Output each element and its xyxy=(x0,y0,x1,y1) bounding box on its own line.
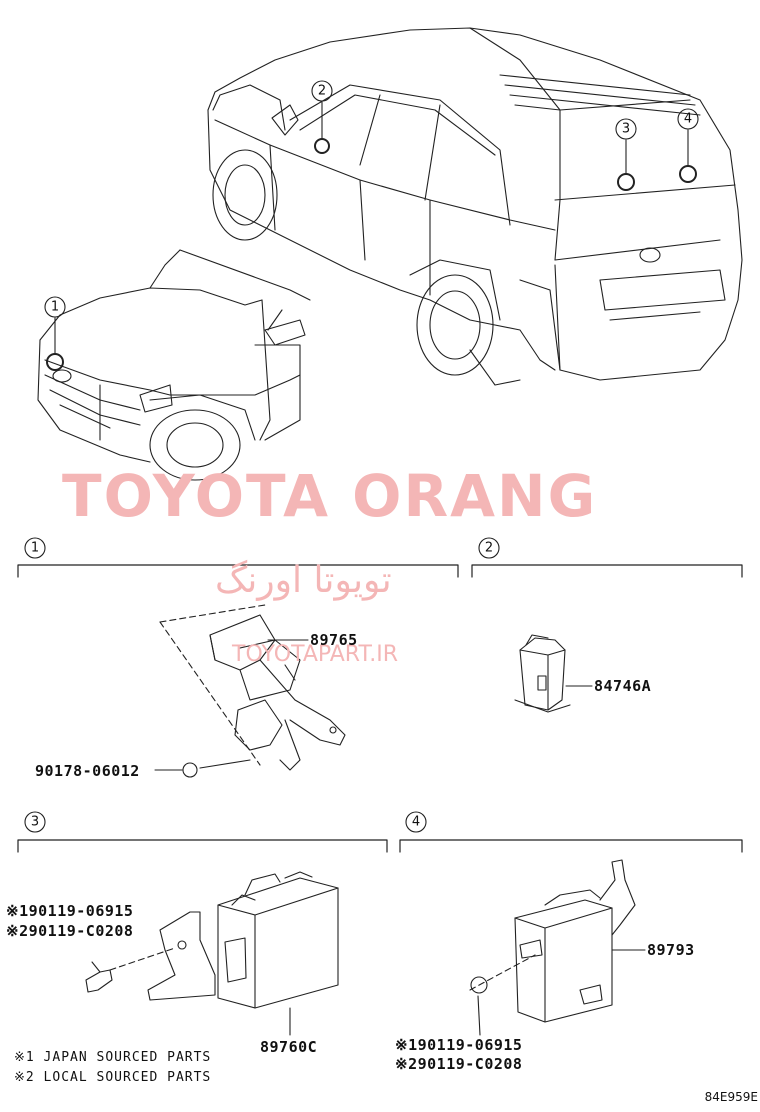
callout-1-circle xyxy=(44,296,66,318)
part-number-90178-06012: 90178-06012 xyxy=(35,762,140,780)
callout-leaders xyxy=(46,101,697,371)
watermark-brand-fa: تویوتا اورنگ xyxy=(215,560,392,601)
section-brackets xyxy=(17,564,743,853)
section-1-circle xyxy=(24,537,46,559)
callout-2-circle xyxy=(311,80,333,102)
part-number-90119-C0208-s4: ※290119-C0208 xyxy=(395,1055,523,1073)
note-japan-sourced: ※1 JAPAN SOURCED PARTS xyxy=(14,1050,212,1065)
section-2-circle xyxy=(478,537,500,559)
watermark-site: TOYOTAPART.IR xyxy=(232,642,399,667)
callout-1-label: 1 xyxy=(51,300,59,315)
part-89760C-drawing xyxy=(85,871,339,1036)
section-1-number: 1 xyxy=(31,541,39,556)
part-number-90119-C0208-s3: ※290119-C0208 xyxy=(6,922,134,940)
part-89765-drawing xyxy=(154,604,346,778)
callout-3-circle xyxy=(615,118,637,140)
note-local-sourced: ※2 LOCAL SOURCED PARTS xyxy=(14,1070,212,1085)
section-4-circle xyxy=(405,811,427,833)
part-89793-drawing xyxy=(469,859,646,1036)
callout-2-label: 2 xyxy=(318,84,326,99)
rear-vehicle-drawing xyxy=(207,27,743,386)
section-3-circle xyxy=(24,811,46,833)
callout-3-label: 3 xyxy=(622,122,630,137)
callout-4-label: 4 xyxy=(684,112,692,127)
watermark-brand: TOYOTA ORANG xyxy=(62,462,598,530)
figure-code: 84E959E xyxy=(704,1090,758,1104)
part-number-84746A: 84746A xyxy=(594,677,652,695)
section-2-number: 2 xyxy=(485,541,493,556)
front-vehicle-drawing xyxy=(37,249,311,481)
callout-4-circle xyxy=(677,108,699,130)
part-number-90119-06915-s4: ※190119-06915 xyxy=(395,1036,523,1054)
part-number-90119-06915-s3: ※190119-06915 xyxy=(6,902,134,920)
part-number-89760C: 89760C xyxy=(260,1038,318,1056)
part-number-89793: 89793 xyxy=(647,941,695,959)
part-84746A-drawing xyxy=(514,634,593,713)
section-4-number: 4 xyxy=(412,815,420,830)
part-number-89765: 89765 xyxy=(310,631,358,649)
section-3-number: 3 xyxy=(31,815,39,830)
